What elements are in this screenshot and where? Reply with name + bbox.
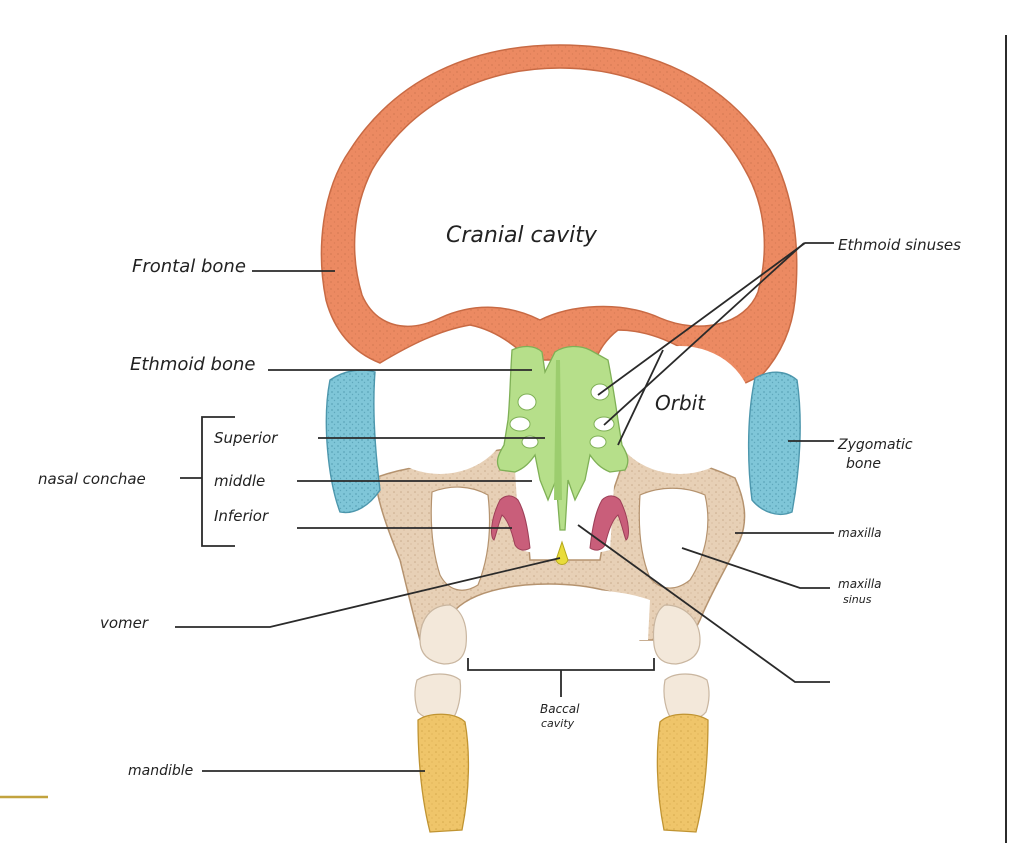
maxilla-sinus-label-line1: maxilla	[838, 577, 882, 591]
orbit-label: Orbit	[655, 391, 706, 415]
zygomatic-label-line2: bone	[846, 456, 881, 472]
inferior-label: Inferior	[214, 507, 269, 525]
vomer-label: vomer	[100, 614, 149, 632]
left-orbit	[368, 346, 512, 474]
nasal-conchae-label: nasal conchae	[38, 470, 146, 488]
ethmoid-sinuses-label: Ethmoid sinuses	[838, 236, 961, 254]
superior-label: Superior	[214, 429, 278, 447]
middle-label: middle	[214, 472, 265, 490]
mandible-shape	[418, 714, 708, 832]
frontal-bone-shape	[321, 45, 796, 388]
maxilla-sinus-label-line2: sinus	[843, 593, 872, 606]
ethmoid-bone-label: Ethmoid bone	[130, 354, 255, 375]
maxilla-label: maxilla	[838, 526, 882, 540]
mandible-label: mandible	[128, 763, 193, 779]
zygomatic-label-line1: Zygomatic	[837, 437, 913, 453]
baccal-cavity-label-line2: cavity	[541, 717, 575, 730]
frontal-bone-label: Frontal bone	[132, 256, 246, 277]
cranial-cavity-label: Cranial cavity	[446, 223, 598, 248]
baccal-cavity-label-line1: Baccal	[540, 702, 580, 716]
